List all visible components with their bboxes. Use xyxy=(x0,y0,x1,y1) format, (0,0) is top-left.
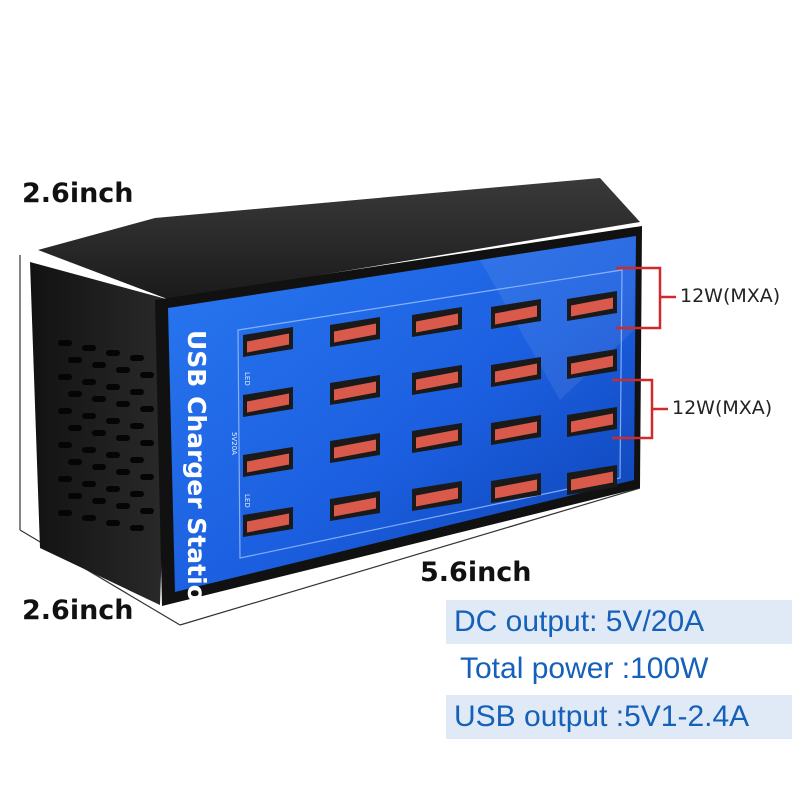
vent-slot xyxy=(92,498,106,504)
vent-slot xyxy=(140,474,154,480)
product-label: USB Charger Station xyxy=(182,330,211,620)
vent-slot xyxy=(140,406,154,412)
vent-slot xyxy=(116,503,130,509)
dimension-height: 2.6inch xyxy=(22,178,134,209)
vent-slot xyxy=(140,508,154,514)
vent-slot xyxy=(130,423,144,429)
usb-port-tongue xyxy=(247,453,289,473)
vent-slot xyxy=(130,389,144,395)
vent-slot xyxy=(106,486,120,492)
vent-slot xyxy=(92,396,106,402)
dimension-length: 5.6inch xyxy=(420,557,532,588)
spec-dc-output: DC output: 5V/20A xyxy=(446,600,792,644)
vent-slot xyxy=(130,457,144,463)
vent-slot xyxy=(58,510,72,516)
usb-port-tongue xyxy=(247,513,289,533)
usb-port-tongue xyxy=(334,497,376,517)
usb-port-tongue xyxy=(571,297,613,317)
bracket-bottom xyxy=(612,378,668,440)
vent-slot xyxy=(82,515,96,521)
usb-port-tongue xyxy=(571,413,613,433)
vent-slot xyxy=(58,340,72,346)
bracket-top xyxy=(616,266,676,330)
vent-slot xyxy=(130,525,144,531)
bracket-label-bottom: 12W(MXA) xyxy=(672,397,773,419)
vent-slot xyxy=(58,442,72,448)
vent-slot xyxy=(82,481,96,487)
usb-port-tongue xyxy=(571,471,613,491)
vent-slot xyxy=(106,452,120,458)
port-frame xyxy=(237,269,623,559)
vent-slot xyxy=(106,350,120,356)
usb-port-tongue xyxy=(334,439,376,459)
vent-slot xyxy=(116,401,130,407)
vent-slot xyxy=(68,391,82,397)
vent-slot xyxy=(130,355,144,361)
vent-slot xyxy=(116,367,130,373)
vent-slot xyxy=(92,362,106,368)
vent-slot xyxy=(58,374,72,380)
vent-slot xyxy=(68,357,82,363)
usb-port-tongue xyxy=(334,323,376,343)
vent-slot xyxy=(58,476,72,482)
spec-total-power: Total power :100W xyxy=(460,652,709,685)
usb-port-tongue xyxy=(495,421,537,441)
usb-port-grid xyxy=(243,291,617,537)
usb-port-tongue xyxy=(416,487,458,507)
usb-port-tongue xyxy=(495,479,537,499)
led-mark-bottom: LED xyxy=(243,494,251,508)
vent-slot xyxy=(58,408,72,414)
usb-port-tongue xyxy=(571,355,613,375)
bracket-label-top: 12W(MXA) xyxy=(680,285,781,307)
vent-slot xyxy=(140,440,154,446)
vent-slot xyxy=(92,464,106,470)
side-vents xyxy=(58,340,154,531)
vent-slot xyxy=(106,384,120,390)
vent-slot xyxy=(68,425,82,431)
vent-slot xyxy=(116,469,130,475)
vent-slot xyxy=(82,413,96,419)
usb-port-tongue xyxy=(416,429,458,449)
usb-port-tongue xyxy=(247,393,289,413)
vent-slot xyxy=(68,493,82,499)
vent-slot xyxy=(140,372,154,378)
charger-panel xyxy=(168,236,636,592)
dimension-depth: 2.6inch xyxy=(22,595,134,626)
vent-slot xyxy=(68,459,82,465)
vent-slot xyxy=(82,447,96,453)
vent-slot xyxy=(92,430,106,436)
usb-port-tongue xyxy=(334,381,376,401)
usb-port-tongue xyxy=(495,305,537,325)
usb-port-tongue xyxy=(416,371,458,391)
device-top-face xyxy=(38,178,640,300)
rating-mark: 5V20A xyxy=(230,432,238,455)
spec-usb-output: USB output :5V1-2.4A xyxy=(446,695,792,739)
led-mark-top: LED xyxy=(243,372,251,386)
vent-slot xyxy=(116,435,130,441)
vent-slot xyxy=(106,520,120,526)
usb-port-tongue xyxy=(416,313,458,333)
vent-slot xyxy=(106,418,120,424)
vent-slot xyxy=(82,345,96,351)
usb-port-tongue xyxy=(247,333,289,353)
vent-slot xyxy=(130,491,144,497)
usb-port-tongue xyxy=(495,363,537,383)
vent-slot xyxy=(82,379,96,385)
